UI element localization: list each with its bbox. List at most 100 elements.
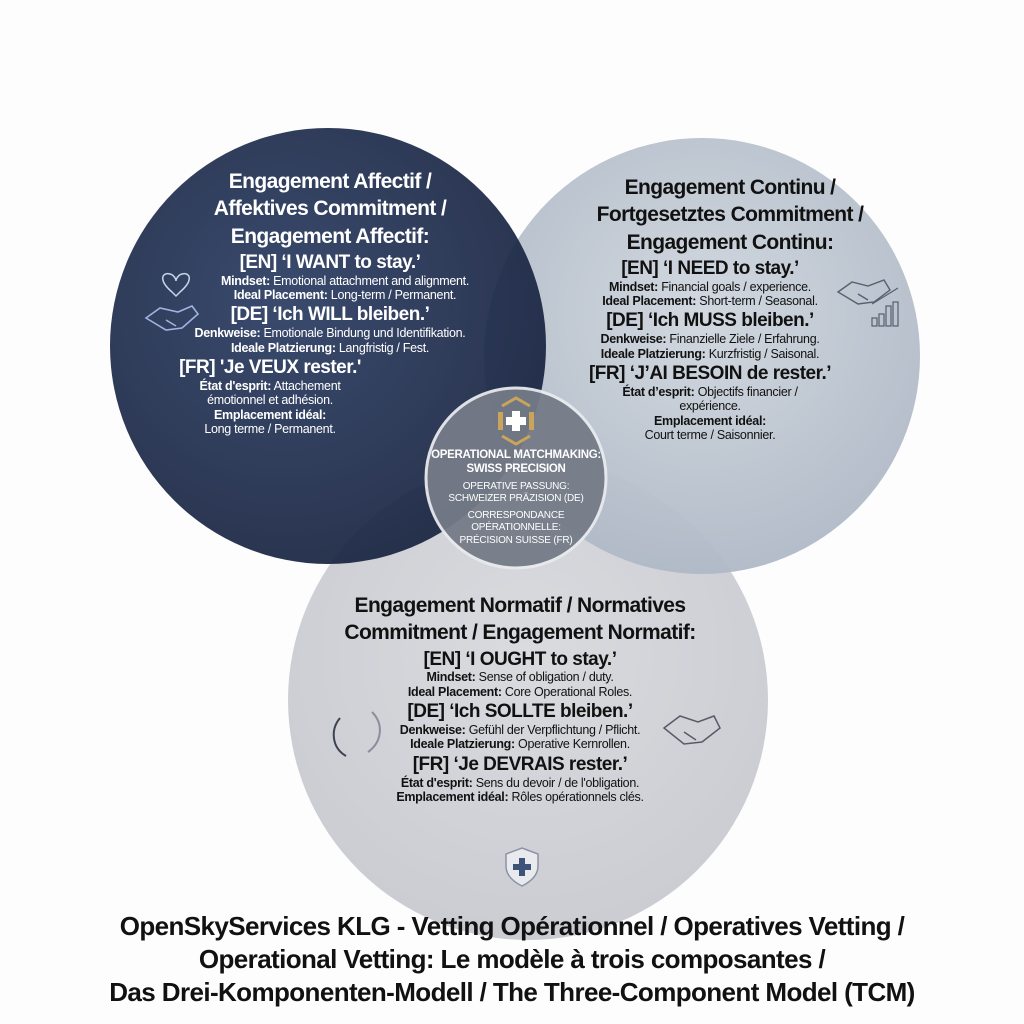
normative-heading: Engagement Normatif / Normatives Commitm… <box>300 592 740 647</box>
emplacement-value: Court terme / Saisonnier. <box>644 428 776 443</box>
title-line: OpenSkyServices KLG - Vetting Opérationn… <box>119 911 905 941</box>
emplacement-line: Emplacement idéal: Rôles opérationnels c… <box>300 790 740 804</box>
etat-line: État d’esprit: Objectifs financier / <box>560 385 860 399</box>
label: Mindset: <box>426 670 476 685</box>
denkweise-line: Denkweise: Emotionale Bindung und Identi… <box>150 326 510 340</box>
normative-circle <box>288 460 768 940</box>
platzierung-line: Ideale Platzierung: Kurzfristig / Saison… <box>560 347 860 361</box>
label: État d’esprit: <box>622 384 695 399</box>
quote-de: [DE] ‘Ich MUSS bleiben.’ <box>606 310 814 332</box>
center-overlap: OPERATIONAL MATCHMAKING: SWISS PRECISION… <box>426 448 606 547</box>
center-line: OPERATIVE PASSUNG: <box>462 480 570 492</box>
placement-line: Ideal Placement: Short-term / Seasonal. <box>560 294 860 308</box>
label: État d'esprit: <box>199 378 272 393</box>
label: Denkweise: <box>194 326 261 341</box>
heading-line: Affektives Commitment / <box>213 197 447 221</box>
continuance-heading: Engagement Continu / Fortgesetztes Commi… <box>560 174 900 256</box>
title-line: Operational Vetting: Le modèle à trois c… <box>198 944 826 974</box>
emplacement-label: Emplacement idéal: <box>653 413 766 428</box>
handshake-icon <box>144 305 200 331</box>
value: Sense of obligation / duty. <box>475 670 614 685</box>
value: Operative Kernrollen. <box>514 737 630 752</box>
value: Rôles opérationnels clés. <box>508 790 644 804</box>
quote-fr: [FR] ‘J’AI BESOIN de rester.’ <box>588 363 832 385</box>
label: Ideal Placement: <box>233 288 328 303</box>
label: Ideale Platzierung: <box>230 340 336 355</box>
etat-cont: émotionnel et adhésion. <box>207 393 333 408</box>
heading-line: Engagement Continu / <box>624 176 836 199</box>
mindset-line: Mindset: Financial goals / experience. <box>560 280 860 294</box>
quote-en: [EN] ‘I OUGHT to stay.’ <box>423 648 617 670</box>
center-line: CORRESPONDANCE <box>467 509 565 521</box>
heart-icon <box>162 272 190 298</box>
center-en: OPERATIONAL MATCHMAKING: SWISS PRECISION <box>426 448 606 477</box>
label: Ideale Platzierung: <box>410 737 515 752</box>
laurel-icon <box>332 711 381 757</box>
value: Long-term / Permanent. <box>327 288 457 303</box>
placement-line: Ideal Placement: Core Operational Roles. <box>300 685 740 699</box>
emplacement-label: Emplacement idéal: <box>213 407 326 422</box>
label: Denkweise: <box>399 723 466 738</box>
mindset-line: Mindset: Emotional attachment and alignm… <box>150 274 510 288</box>
heading-line: Engagement Normatif / Normatives <box>354 594 686 617</box>
label: Ideal Placement: <box>602 294 697 309</box>
center-line: SWISS PRECISION <box>466 463 566 476</box>
etat-line: État d'esprit: Sens du devoir / de l'obl… <box>300 776 740 790</box>
quote-de: [DE] ‘Ich SOLLTE bleiben.’ <box>407 701 633 723</box>
denkweise-line: Denkweise: Gefühl der Verpflichtung / Pf… <box>300 723 740 737</box>
value: Financial goals / experience. <box>658 279 811 294</box>
label: Denkweise: <box>600 332 667 347</box>
value: Langfristig / Fest. <box>335 340 430 355</box>
mindset-line: Mindset: Sense of obligation / duty. <box>300 670 740 684</box>
quote-fr: [FR] 'Je VEUX rester.' <box>179 357 361 379</box>
swiss-cross-icon <box>498 396 534 446</box>
value: Finanzielle Ziele / Erfahrung. <box>666 332 820 347</box>
handshake-icon <box>836 279 891 305</box>
placement-line: Ideal Placement: Long-term / Permanent. <box>150 288 510 302</box>
center-line: PRÉCISION SUISSE (FR) <box>459 534 573 546</box>
quote-de: [DE] ‘Ich WILL bleiben.’ <box>230 304 430 326</box>
platzierung-line: Ideale Platzierung: Langfristig / Fest. <box>150 341 510 355</box>
heading-line: Engagement Continu: <box>626 230 834 254</box>
label: Mindset: <box>609 279 659 294</box>
center-de: OPERATIVE PASSUNG: SCHWEIZER PRÄZISION (… <box>426 481 606 506</box>
title-line: Das Drei-Komponenten-Modell / The Three-… <box>109 977 915 1007</box>
value: Attachement <box>271 378 341 393</box>
normative-section: Engagement Normatif / Normatives Commitm… <box>300 592 740 804</box>
page-title: OpenSkyServices KLG - Vetting Opérationn… <box>0 910 1024 1009</box>
value: Kurzfristig / Saisonal. <box>705 346 820 361</box>
label: Ideal Placement: <box>407 684 502 699</box>
affective-section: Engagement Affectif / Affektives Commitm… <box>150 168 510 436</box>
value: Sens du devoir / de l'obligation. <box>472 775 640 790</box>
handshake-icon <box>662 715 721 745</box>
center-line: SCHWEIZER PRÄZISION (DE) <box>448 493 584 505</box>
denkweise-line: Denkweise: Finanzielle Ziele / Erfahrung… <box>560 332 860 346</box>
platzierung-line: Ideale Platzierung: Operative Kernrollen… <box>300 737 740 751</box>
label: État d'esprit: <box>400 775 473 790</box>
value: Objectifs financier / <box>694 384 798 399</box>
value: Emotional attachment and alignment. <box>269 273 470 288</box>
center-circle <box>424 386 608 570</box>
label: Emplacement idéal: <box>396 790 509 804</box>
etat-line: État d'esprit: Attachement <box>150 379 390 393</box>
quote-en: [EN] ‘I NEED to stay.’ <box>621 257 799 279</box>
value: Gefühl der Verpflichtung / Pflicht. <box>465 723 641 738</box>
bar-chart-icon <box>871 287 899 327</box>
center-line: OPERATIONAL MATCHMAKING: <box>431 449 601 461</box>
affective-heading: Engagement Affectif / Affektives Commitm… <box>150 168 510 250</box>
heading-line: Engagement Affectif: <box>230 224 430 248</box>
shield-icon <box>505 847 539 887</box>
heading-line: Commitment / Engagement Normatif: <box>344 621 696 645</box>
heading-line: Engagement Affectif / <box>228 170 432 193</box>
heading-line: Fortgesetztes Commitment / <box>596 203 864 227</box>
value: Emotionale Bindung und Identifikation. <box>260 326 466 341</box>
quote-en: [EN] ‘I WANT to stay.’ <box>239 251 421 273</box>
continuance-section: Engagement Continu / Fortgesetztes Commi… <box>560 174 900 442</box>
label: Mindset: <box>220 273 270 288</box>
value: Short-term / Seasonal. <box>696 294 818 309</box>
emplacement-value: Long terme / Permanent. <box>204 422 336 437</box>
etat-cont: expérience. <box>679 399 741 414</box>
center-line: OPÉRATIONNELLE: <box>471 522 561 534</box>
label: Ideale Platzierung: <box>600 346 706 361</box>
